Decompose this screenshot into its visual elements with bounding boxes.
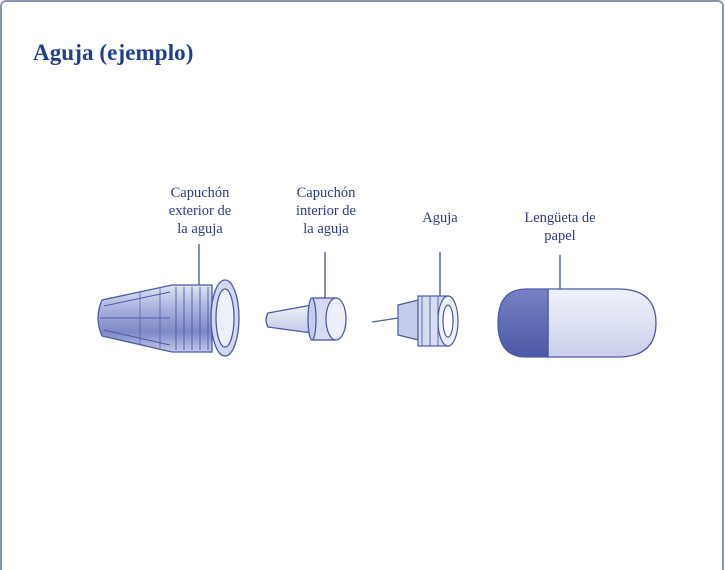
outer-cap-label: Capuchón exterior de la aguja: [168, 185, 232, 237]
needle-label: Aguja: [422, 210, 458, 226]
paper-tab-shape: [497, 288, 657, 358]
page-title: Aguja (ejemplo): [33, 40, 194, 65]
needle-shape: [371, 295, 459, 347]
outer-cap-shape: [97, 279, 240, 357]
inner-cap-shape: [265, 297, 347, 341]
paper-tab-label: Lengüeta de papel: [524, 210, 596, 244]
inner-cap-label: Capuchón interior de la aguja: [296, 185, 356, 237]
